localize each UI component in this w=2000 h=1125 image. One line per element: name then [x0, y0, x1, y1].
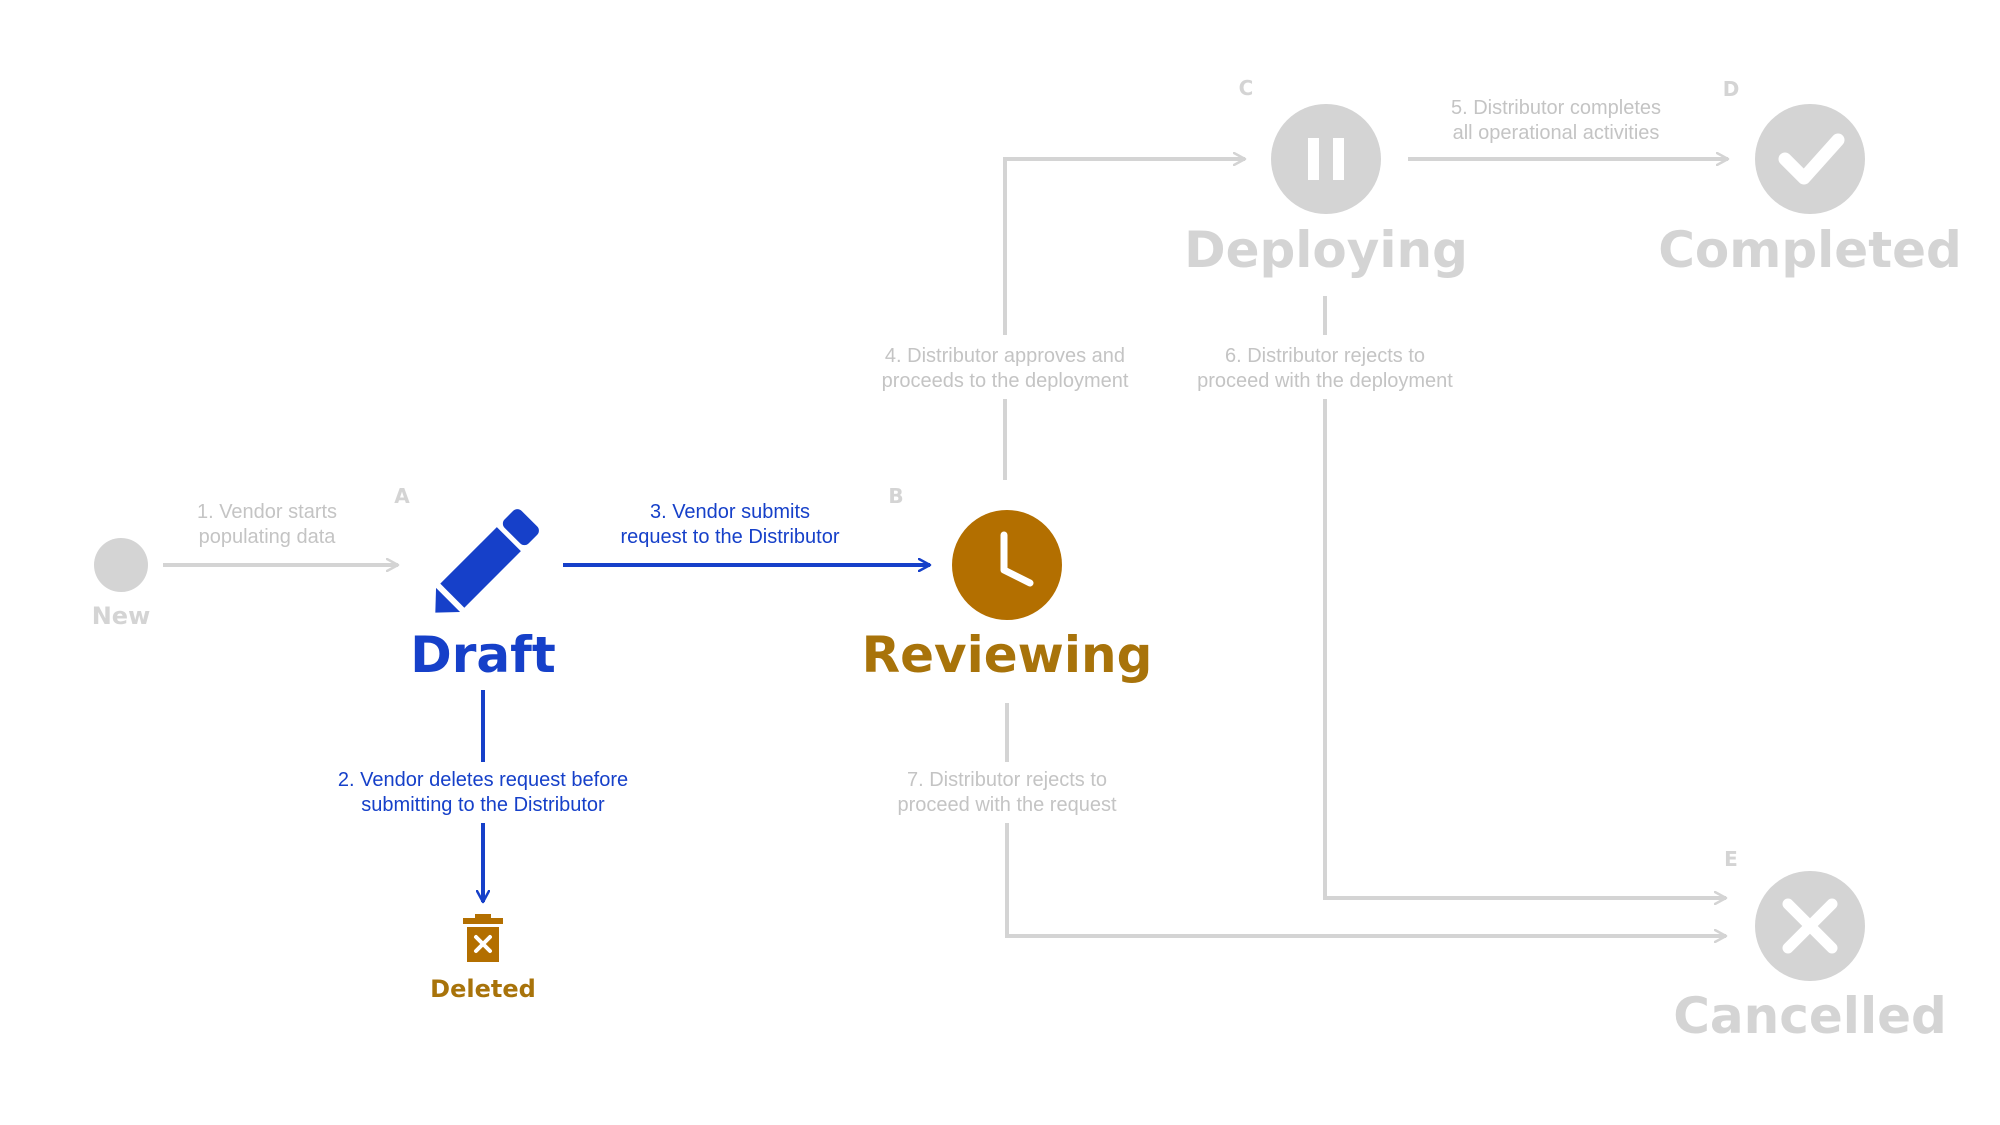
state-deploying: Deploying: [1184, 104, 1468, 279]
transition-1-line1: 1. Vendor starts: [197, 501, 337, 523]
checkmark-icon: [1755, 104, 1865, 214]
pause-icon: [1271, 104, 1381, 214]
transition-4-line1: 4. Distributor approves and: [885, 345, 1125, 367]
state-label-draft: Draft: [410, 626, 556, 684]
arrow-reviewing-to-cancelled: [1005, 823, 1726, 936]
state-draft: Draft: [410, 509, 556, 684]
transition-6-line1: 6. Distributor rejects to: [1225, 345, 1425, 367]
state-reviewing: Reviewing: [862, 510, 1153, 684]
transition-5-line1: 5. Distributor completes: [1451, 97, 1661, 119]
state-label-completed: Completed: [1658, 221, 1962, 279]
transition-2-line1: 2. Vendor deletes request before: [338, 769, 628, 791]
x-icon: [1755, 871, 1865, 981]
transition-1-label: 1. Vendor starts populating data: [197, 501, 337, 548]
state-label-deploying: Deploying: [1184, 221, 1468, 279]
trash-icon: [463, 914, 503, 962]
transition-2-line2: submitting to the Distributor: [361, 794, 605, 816]
state-new: New: [92, 538, 151, 630]
transition-6-label: 6. Distributor rejects to proceed with t…: [1197, 345, 1453, 392]
transition-7-label: 7. Distributor rejects to proceed with t…: [897, 769, 1116, 816]
circle-icon: [94, 538, 148, 592]
state-label-new: New: [92, 602, 151, 630]
clock-icon: [952, 510, 1062, 620]
transition-3-line1: 3. Vendor submits: [650, 501, 810, 523]
transition-2-label: 2. Vendor deletes request before submitt…: [338, 769, 628, 816]
transition-5-line2: all operational activities: [1453, 122, 1660, 144]
transition-7-line2: proceed with the request: [897, 794, 1116, 816]
state-cancelled: Cancelled: [1673, 871, 1947, 1045]
transition-1-line2: populating data: [199, 526, 337, 548]
state-letter-a: A: [394, 484, 410, 508]
transition-3-label: 3. Vendor submits request to the Distrib…: [621, 501, 840, 548]
transition-6-line2: proceed with the deployment: [1197, 370, 1453, 392]
state-letter-e: E: [1724, 847, 1738, 871]
state-deleted: Deleted: [430, 914, 536, 1003]
state-label-deleted: Deleted: [430, 975, 536, 1003]
state-completed: Completed: [1658, 104, 1962, 279]
transition-3-line2: request to the Distributor: [621, 526, 840, 548]
transition-4-label: 4. Distributor approves and proceeds to …: [882, 345, 1129, 392]
state-letter-d: D: [1723, 77, 1740, 101]
transition-5-label: 5. Distributor completes all operational…: [1451, 97, 1661, 144]
state-letter-b: B: [888, 484, 903, 508]
arrow-reviewing-to-deploying-upper: [1003, 159, 1245, 335]
pencil-icon: [435, 509, 539, 613]
arrow-deploying-to-cancelled: [1323, 399, 1726, 898]
transition-4-line2: proceeds to the deployment: [882, 370, 1129, 392]
state-label-reviewing: Reviewing: [862, 626, 1153, 684]
transition-7-line1: 7. Distributor rejects to: [907, 769, 1107, 791]
state-label-cancelled: Cancelled: [1673, 987, 1947, 1045]
state-letter-c: C: [1239, 76, 1254, 100]
